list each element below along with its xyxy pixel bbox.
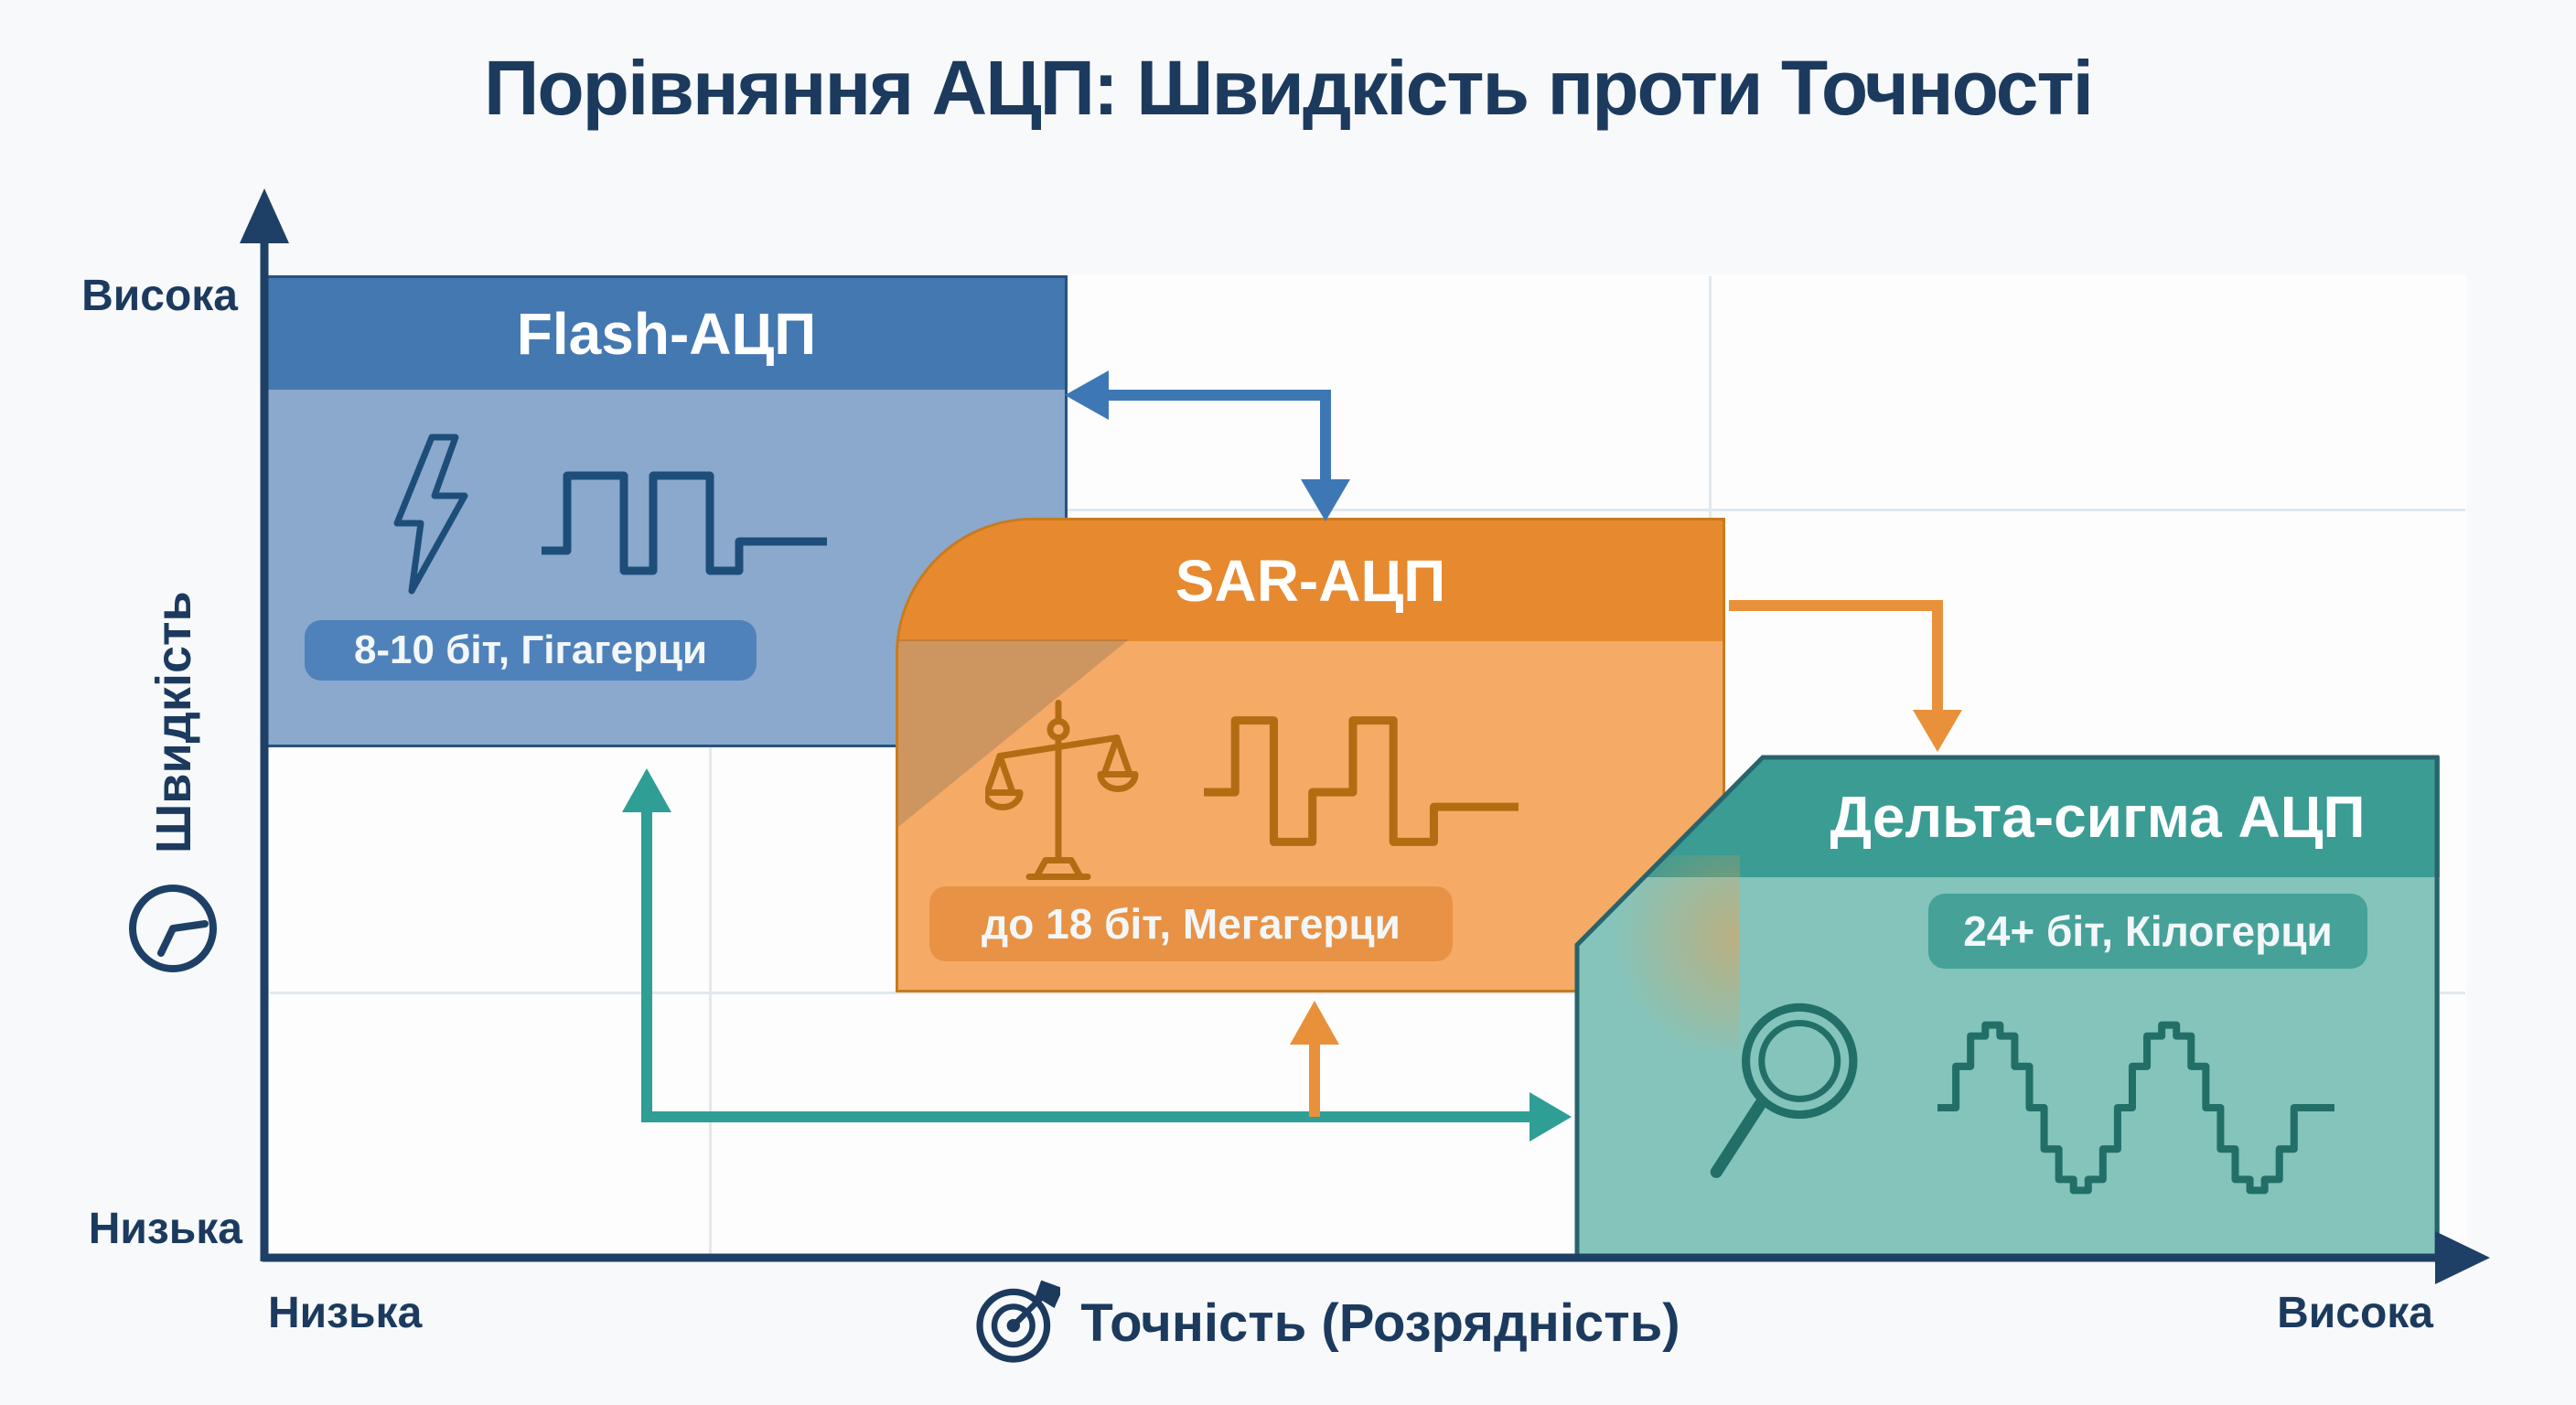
- sar-adc-title: SAR-АЦП: [898, 520, 1723, 641]
- delta-sigma-adc-box: Дельта-сигма АЦП 24+ біт, Кілогерци: [1577, 756, 2440, 1258]
- sar-adc-badge: до 18 біт, Мегагерци: [929, 886, 1453, 961]
- y-axis-title-text: Швидкість: [146, 591, 201, 854]
- x-axis-high-label: Висока: [2277, 1289, 2433, 1337]
- gridline-horizontal-1: [270, 509, 2465, 511]
- stepped-sine-wave-icon: [1937, 1021, 2334, 1195]
- y-axis-title: Швидкість: [130, 554, 218, 891]
- clock-icon: [129, 885, 217, 972]
- lightning-icon: [393, 434, 468, 595]
- flash-adc-title: Flash-АЦП: [268, 278, 1065, 390]
- magnifier-icon: [1710, 1003, 1858, 1178]
- successive-approximation-wave-icon: [1204, 716, 1519, 846]
- flash-adc-box: Flash-АЦП 8-10 біт, Гігагерци: [265, 275, 1068, 747]
- x-axis-title: Точність (Розрядність): [869, 1279, 1784, 1367]
- scales-icon: [985, 700, 1139, 880]
- x-axis-title-text: Точність (Розрядність): [1080, 1292, 1680, 1353]
- y-axis-high-label: Висока: [81, 272, 238, 320]
- delta-sigma-adc-badge: 24+ біт, Кілогерци: [1928, 894, 2367, 969]
- flash-adc-badge: 8-10 біт, Гігагерци: [305, 620, 757, 681]
- page-title: Порівняння АЦП: Швидкість проти Точності: [484, 45, 2094, 131]
- x-axis-low-label: Низька: [268, 1289, 423, 1337]
- gridline-vertical-1: [709, 276, 712, 1254]
- square-wave-icon: [542, 471, 827, 575]
- target-icon: [976, 1280, 1061, 1363]
- y-axis-low-label: Низька: [88, 1205, 242, 1253]
